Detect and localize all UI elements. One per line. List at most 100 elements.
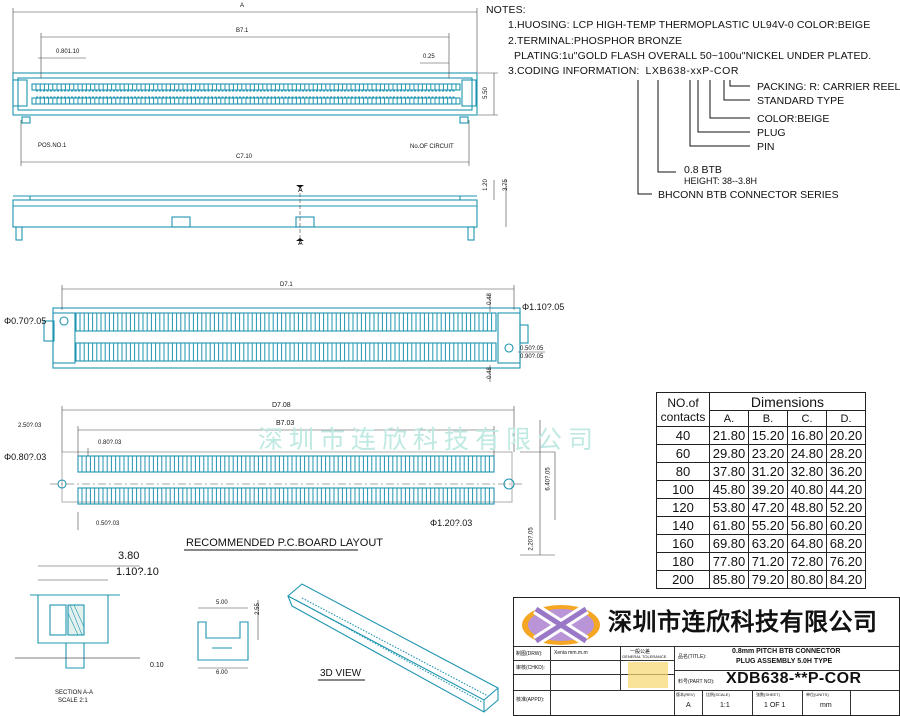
notes-block: NOTES: 1.HUOSING: LCP HIGH-TEMP THERMOPL…: [486, 3, 871, 79]
company-watermark: 深圳市连欣科技有限公司: [258, 425, 600, 454]
dim-a-label: A: [240, 3, 245, 9]
top-view-outline: [12, 72, 478, 116]
small-dim-255: 2.55: [254, 603, 261, 615]
dimension-cell: 55.20: [748, 516, 788, 535]
note-housing: 1.HUOSING: LCP HIGH-TEMP THERMOPLASTIC U…: [508, 19, 871, 32]
dimensions-title: Dimensions: [709, 392, 866, 411]
dimension-cell: 20.20: [826, 426, 866, 445]
drawn-by: Xenia mm.m.m: [554, 650, 588, 656]
pcb-dim-top1: D7.08: [272, 402, 291, 409]
dimension-cell: 69.80: [709, 534, 749, 553]
code-color: COLOR:BEIGE: [757, 113, 830, 125]
note-coding: 3.CODING INFORMATION: LXB638-xxP-COR: [486, 64, 871, 79]
dim-d-label: D7.1: [280, 282, 293, 288]
code-height: HEIGHT: 38--3.8H: [684, 176, 758, 186]
dimension-cell: 77.80: [709, 552, 749, 571]
dimension-cell: 48.80: [787, 498, 827, 517]
dimension-cell: 23.20: [748, 444, 788, 463]
dimension-cell: 15.20: [748, 426, 788, 445]
rev-label: 版本(REV): [676, 692, 695, 697]
small-dim-500: 5.00: [216, 600, 228, 606]
dimension-cell: 24.80: [787, 444, 827, 463]
dimension-cell: 60.20: [826, 516, 866, 535]
dimension-cell: 56.80: [787, 516, 827, 535]
dimension-cell: 28.20: [826, 444, 866, 463]
dimension-cell: 80.80: [787, 570, 827, 589]
dimension-cell: 76.20: [826, 552, 866, 571]
contacts-cell: 60: [656, 444, 710, 463]
dimension-cell: 45.80: [709, 480, 749, 499]
dim-025-label: 0.25: [423, 54, 435, 60]
dimension-cell: 39.20: [748, 480, 788, 499]
dimension-cell: 63.20: [748, 534, 788, 553]
contacts-cell: 140: [656, 516, 710, 535]
dimension-cell: 36.20: [826, 462, 866, 481]
rev-value: A: [686, 702, 691, 709]
dimension-cell: 31.20: [748, 462, 788, 481]
column-header-3: D.: [826, 410, 866, 427]
part-number: XDB638-**P-COR: [726, 670, 862, 687]
dimension-cell: 84.20: [826, 570, 866, 589]
coding-label: 3.CODING INFORMATION:: [508, 65, 640, 78]
hole-left-label: Φ0.70?.05: [4, 316, 47, 326]
pcb-dim-right1: 6.40?.05: [545, 467, 552, 491]
code-pin: PIN: [757, 141, 775, 153]
part-no-label: 料号(PART NO):: [678, 679, 715, 685]
pcb-dim-right2: 2.20?.05: [528, 527, 535, 551]
title-block: 深圳市连欣科技有限公司 制图(DRW): Xenia mm.m.m 一般公差 G…: [513, 597, 900, 716]
table-column-headers: A.B.C.D.: [657, 410, 866, 427]
title-label: 品名(TITLE):: [678, 654, 707, 660]
contacts-cell: 40: [656, 426, 710, 445]
contacts-cell: 120: [656, 498, 710, 517]
column-header-2: C.: [787, 410, 827, 427]
dimension-cell: 68.20: [826, 534, 866, 553]
dimension-cell: 32.80: [787, 462, 827, 481]
pcb-dim-left: 2.50?.03: [18, 423, 42, 429]
unit-label: 单位(UNITS): [806, 692, 829, 697]
coding-code: LXB638-xxP-COR: [645, 65, 740, 78]
dimension-cell: 79.20: [748, 570, 788, 589]
dimension-cell: 71.20: [748, 552, 788, 571]
small-dim-600: 6.00: [216, 670, 228, 676]
view-3d-label: 3D VIEW: [320, 668, 362, 679]
dimension-cell: 64.80: [787, 534, 827, 553]
contacts-header-line2: contacts: [660, 409, 706, 424]
notes-heading: NOTES:: [486, 4, 526, 16]
pcb-layout-title: RECOMMENDED P.C.BOARD LAYOUT: [186, 537, 384, 549]
dim-b-label: B7.1: [236, 28, 249, 34]
pos-no1-label: POS.NO.1: [38, 143, 67, 149]
check-label: 审核(CHKD):: [516, 665, 545, 671]
drawn-label: 制图(DRW):: [516, 651, 543, 657]
description-line2: PLUG ASSEMBLY 5.0H TYPE: [736, 658, 833, 665]
dimension-cell: 40.80: [787, 480, 827, 499]
company-logo: [522, 604, 600, 646]
section-dim-110: 1.10?.10: [116, 566, 159, 578]
dimension-cell: 44.20: [826, 480, 866, 499]
unit-value: mm: [820, 702, 832, 709]
contacts-cell: 160: [656, 534, 710, 553]
no-circuit-label: No.OF CIRCUIT: [410, 144, 454, 150]
contacts-cell: 100: [656, 480, 710, 499]
sheet-label: 张数(SHEET): [756, 692, 780, 697]
dimension-cell: 52.20: [826, 498, 866, 517]
code-packing: PACKING: R: CARRIER REEL: [757, 81, 900, 93]
section-marker-top: A: [298, 187, 303, 194]
pcb-hole-left: Φ0.80?.03: [4, 452, 47, 462]
dim-pitch-label: 0.801.10: [56, 49, 80, 55]
pcb-dim-top2: B7.03: [276, 420, 295, 427]
hole-right-label: Φ1.10?.05: [522, 302, 565, 312]
code-standard: STANDARD TYPE: [757, 95, 845, 107]
dimension-cell: 85.80: [709, 570, 749, 589]
dim-r2-label: 0.90?.05: [520, 354, 544, 360]
dim-550-label: 5.50: [482, 87, 489, 99]
